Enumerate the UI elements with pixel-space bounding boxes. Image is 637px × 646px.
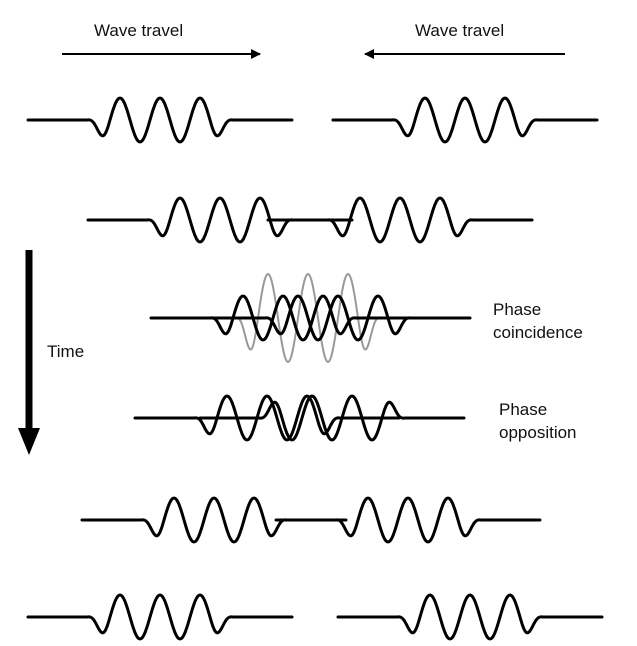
phase-coincidence-line1: Phase <box>493 300 542 319</box>
wave-packet-left-moving-stage-6 <box>336 593 604 641</box>
wave-packet-left-moving-stage-4 <box>198 394 466 442</box>
wave-packet-right-moving-stage-4 <box>133 394 401 442</box>
wave-packet-right-moving-stage-3 <box>149 294 417 342</box>
wave-travel-label-left: Wave travel <box>94 21 184 40</box>
time-label: Time <box>47 342 85 361</box>
wave-packet-left-moving-stage-1 <box>331 96 599 144</box>
wave-packet-left-moving-stage-2 <box>266 196 534 244</box>
phase-opposition-line2: opposition <box>499 423 577 442</box>
time-arrow-head <box>18 428 40 455</box>
phase-opposition-label: Phase opposition <box>499 398 577 444</box>
phase-opposition-line1: Phase <box>499 400 548 419</box>
wave-packet-left-moving-stage-3 <box>204 294 472 342</box>
phase-coincidence-label: Phase coincidence <box>493 298 583 344</box>
wave-travel-label-right: Wave travel <box>415 21 505 40</box>
wave-packet-left-moving-stage-5 <box>274 496 542 544</box>
wave-packet-right-moving-stage-6 <box>26 593 294 641</box>
phase-coincidence-line2: coincidence <box>493 323 583 342</box>
wave-packet-right-moving-stage-1 <box>26 96 294 144</box>
